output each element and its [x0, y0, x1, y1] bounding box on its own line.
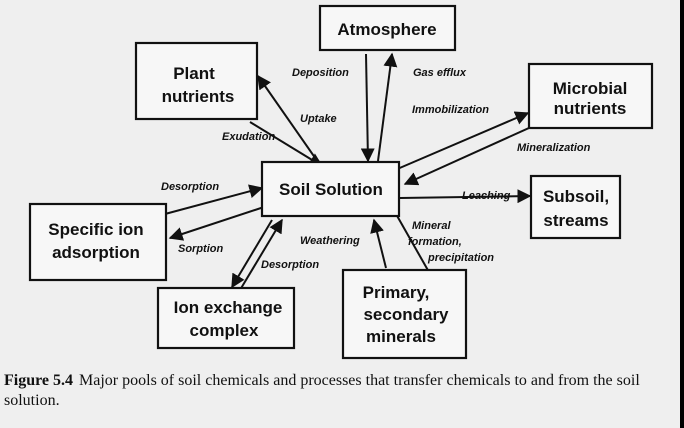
leaching-arrow: [399, 189, 532, 204]
atmosphere-label: Atmosphere: [337, 20, 436, 39]
subsoil-streams-box: Subsoil, streams: [529, 174, 622, 240]
plant-nutrients-label-line1: Plant: [173, 64, 215, 83]
specific-ion-adsorption-box: Specific ion adsorption: [28, 202, 168, 282]
mineralization-arrow: [403, 122, 541, 186]
microbial-nutrients-box: Microbial nutrients: [527, 62, 654, 130]
mineral-formation-label-line1: Mineral: [412, 220, 451, 232]
sorption-arrow: [168, 206, 265, 241]
microbial-nutrients-label-line1: Microbial: [553, 79, 628, 98]
microbial-nutrients-label-line2: nutrients: [554, 99, 627, 118]
mineral-formation-label-line3: precipitation: [427, 252, 494, 264]
gas-efflux-label: Gas efflux: [413, 67, 467, 79]
weathering-label: Weathering: [300, 235, 360, 247]
subsoil-streams-label-line2: streams: [543, 211, 608, 230]
minerals-label-line2: secondary: [363, 305, 449, 324]
weathering-arrow: [370, 218, 387, 269]
plant-nutrients-label-line2: nutrients: [162, 87, 235, 106]
mineral-formation-label-line2: formation,: [408, 236, 462, 248]
minerals-label-line1: Primary,: [363, 283, 430, 302]
desorption-exchange-label: Desorption: [261, 259, 319, 271]
ion-exchange-complex-label-line2: complex: [190, 321, 260, 340]
deposition-label: Deposition: [292, 67, 349, 79]
gas-efflux-arrow: [377, 52, 398, 162]
figure-caption-label: Figure 5.4: [4, 372, 74, 389]
specific-ion-adsorption-label-line1: Specific ion: [48, 220, 143, 239]
ion-exchange-complex-box: Ion exchange complex: [156, 286, 296, 350]
desorption-specific-arrow: [164, 184, 264, 215]
subsoil-streams-label-line1: Subsoil,: [543, 187, 609, 206]
soil-chemical-pools-diagram: Atmosphere Plant nutrients Microbial nut…: [28, 4, 654, 360]
leaching-label: Leaching: [462, 190, 511, 202]
mineralization-label: Mineralization: [517, 142, 591, 154]
sorption-label: Sorption: [178, 243, 223, 255]
exchange-sorption-arrow: [231, 219, 273, 289]
desorption-specific-label: Desorption: [161, 181, 219, 193]
exudation-label: Exudation: [222, 131, 275, 143]
specific-ion-adsorption-label-line2: adsorption: [52, 243, 140, 262]
uptake-arrow: [257, 74, 319, 163]
immobilization-label: Immobilization: [412, 104, 489, 116]
deposition-arrow: [360, 53, 375, 163]
primary-secondary-minerals-box: Primary, secondary minerals: [341, 268, 468, 360]
figure-caption-text: Major pools of soil chemicals and proces…: [4, 372, 640, 409]
soil-solution-label: Soil Solution: [279, 180, 383, 199]
soil-solution-box: Soil Solution: [260, 160, 401, 218]
plant-nutrients-box: Plant nutrients: [134, 41, 259, 121]
exudation-arrow: [249, 121, 324, 167]
process-labels: Deposition Gas efflux Uptake Exudation I…: [161, 67, 591, 271]
ion-exchange-complex-label-line1: Ion exchange: [174, 298, 283, 317]
desorption-exchange-arrow: [239, 218, 283, 291]
atmosphere-box: Atmosphere: [318, 4, 457, 52]
uptake-label: Uptake: [300, 113, 337, 125]
minerals-label-line3: minerals: [366, 327, 436, 346]
immobilization-arrow: [394, 111, 530, 171]
